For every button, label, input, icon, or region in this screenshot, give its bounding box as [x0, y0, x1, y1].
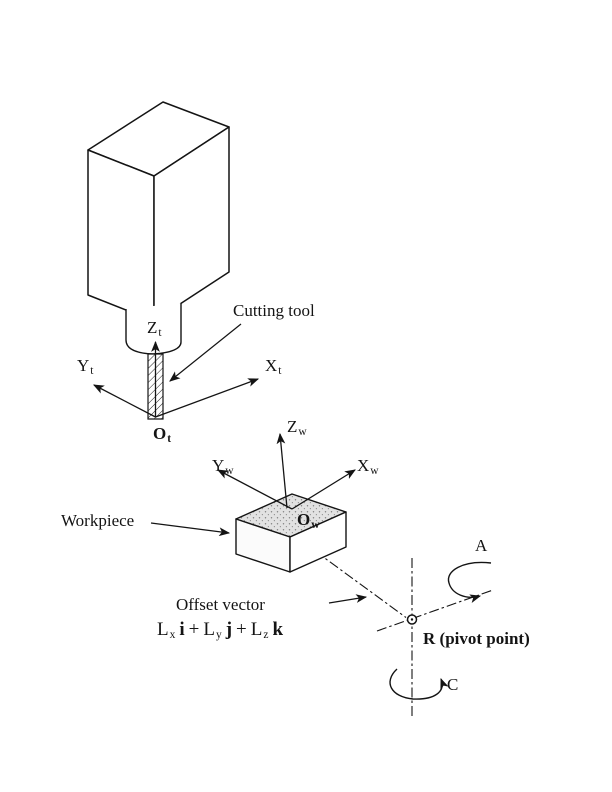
formula-L2: L: [203, 619, 215, 640]
cutting-tool-leader: [169, 323, 242, 382]
work-y-main: Y: [212, 456, 225, 475]
cutting-tool-text: Cutting tool: [233, 301, 315, 320]
work-z-axis: [276, 432, 288, 509]
tool-z-main: Z: [147, 318, 158, 337]
work-x-axis: [291, 469, 356, 510]
work-z-main: Z: [287, 417, 298, 436]
work-y-axis: [217, 469, 293, 510]
tool-y-sub: t: [90, 365, 94, 377]
work-origin-label: Ow: [297, 510, 320, 532]
tool-axes: [93, 340, 260, 418]
workpiece-label: Workpiece: [61, 511, 134, 531]
workpiece-block: [235, 493, 347, 573]
a-rotation-arrow: [447, 561, 492, 603]
workpiece-leader: [150, 522, 231, 537]
c-axis-label: C: [447, 675, 458, 695]
work-z-sub: w: [298, 426, 307, 438]
tool-origin-main: O: [153, 424, 167, 443]
work-y-sub: w: [225, 465, 234, 477]
workpiece-axes: [217, 432, 356, 510]
tool-x-axis: [155, 378, 260, 418]
formula-plus-2: +: [236, 619, 247, 640]
formula-i-vector: i: [179, 619, 185, 640]
tool-y-main: Y: [77, 356, 90, 375]
pivot-point-text: R (pivot point): [423, 629, 530, 648]
tool-z-sub: t: [158, 327, 162, 339]
formula-plus-1: +: [188, 619, 200, 640]
tool-origin-label: Ot: [153, 424, 171, 446]
c-axis-text: C: [447, 675, 459, 694]
pivot-point-label: R (pivot point): [423, 629, 530, 649]
pivot-point-marker: [406, 614, 418, 625]
formula-sub-z: z: [263, 629, 269, 641]
tool-y-axis: [93, 384, 156, 418]
work-origin-sub: w: [311, 519, 320, 531]
workpiece-text: Workpiece: [61, 511, 135, 530]
formula-L1: L: [157, 619, 169, 640]
a-axis-text: A: [475, 536, 488, 555]
cutting-tool-label: Cutting tool: [233, 301, 315, 321]
offset-vector-text: Offset vector: [176, 595, 265, 614]
work-x-main: X: [357, 456, 370, 475]
housing-front-face: [87, 149, 155, 322]
formula-L3: L: [250, 619, 263, 640]
work-z-label: Zw: [287, 417, 307, 439]
spindle-housing: [87, 101, 230, 322]
tool-origin-sub: t: [167, 433, 172, 445]
tool-y-label: Yt: [77, 356, 93, 378]
work-x-sub: w: [370, 465, 379, 477]
tool-z-label: Zt: [147, 318, 162, 340]
offset-vector-leader: [328, 594, 368, 604]
tool-x-sub: t: [278, 365, 282, 377]
a-axis-centerline: [376, 589, 494, 632]
c-rotation-arrow: [389, 668, 449, 700]
tool-x-main: X: [265, 356, 278, 375]
a-axis-label: A: [475, 536, 487, 556]
tool-x-label: Xt: [265, 356, 281, 378]
formula-sub-x: x: [169, 629, 176, 641]
housing-side-face: [153, 126, 230, 322]
work-origin-main: O: [297, 510, 311, 529]
work-y-label: Yw: [212, 456, 234, 478]
work-x-label: Xw: [357, 456, 379, 478]
formula-sub-y: y: [215, 629, 222, 641]
formula-j-vector: j: [225, 619, 233, 640]
formula-k-vector: k: [272, 619, 284, 640]
workpiece-side-face: [289, 511, 347, 573]
offset-vector-label: Offset vector: [176, 595, 265, 615]
